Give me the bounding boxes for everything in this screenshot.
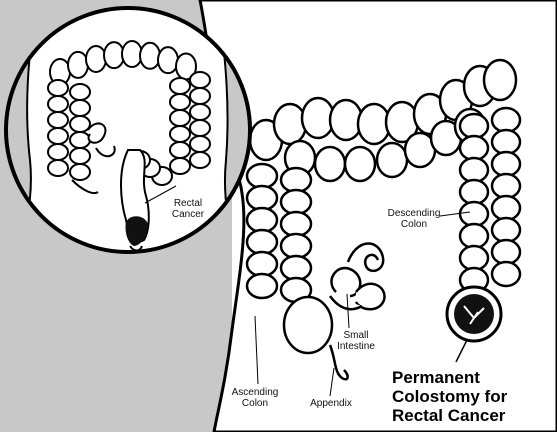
inset-colon-segment <box>70 116 90 132</box>
inset-colon-segment <box>190 88 210 104</box>
inset-colon-segment <box>170 158 190 174</box>
descending-colon-segment <box>460 224 488 248</box>
ascending-colon-segment <box>247 186 277 210</box>
inset-colon-segment <box>170 126 190 142</box>
label-ascending-colon-line2: Colon <box>222 398 288 409</box>
inset-colon-segment <box>122 41 142 67</box>
transverse-colon-segment <box>484 60 516 100</box>
inset-colon-segment <box>70 132 90 148</box>
label-small-intestine-line2: Intestine <box>326 341 386 352</box>
inset-colon-segment <box>190 152 210 168</box>
ascending-colon-segment <box>247 230 277 254</box>
inset-colon-segment <box>70 164 90 180</box>
inset-colon-segment <box>140 43 160 69</box>
ascending-colon-segment <box>281 212 311 236</box>
label-rectal-cancer-line2: Cancer <box>156 209 220 220</box>
label-descending-colon-line1: Descending <box>374 208 454 219</box>
descending-colon-segment <box>460 158 488 182</box>
label-ascending-colon-line1: Ascending <box>222 387 288 398</box>
descending-colon-segment <box>460 246 488 270</box>
inset-colon-segment <box>48 144 68 160</box>
inset-colon-segment <box>190 120 210 136</box>
transverse-colon-segment <box>274 104 306 144</box>
descending-colon-segment <box>492 196 520 220</box>
descending-colon-segment <box>492 240 520 264</box>
inset-colon-segment <box>48 128 68 144</box>
ascending-colon-segment <box>247 164 277 188</box>
inset-colon-segment <box>70 100 90 116</box>
title-line-2: Colostomy for <box>392 387 552 406</box>
descending-colon-segment <box>492 152 520 176</box>
descending-colon-segment <box>492 218 520 242</box>
diagram-title: Permanent Colostomy for Rectal Cancer <box>392 368 552 425</box>
inset-colon-segment <box>170 110 190 126</box>
descending-colon-segment <box>460 202 488 226</box>
stoma <box>447 287 501 341</box>
inset-colon-segment <box>86 46 106 72</box>
inset-colon-segment <box>48 96 68 112</box>
ascending-colon-segment <box>247 208 277 232</box>
ascending-colon-segment <box>247 274 277 298</box>
inset-colon-segment <box>190 104 210 120</box>
inset-colon-segment <box>48 160 68 176</box>
inset-colon-segment <box>104 42 124 68</box>
descending-colon-segment <box>492 262 520 286</box>
inset-colon-segment <box>68 52 88 78</box>
inset-colon-segment <box>190 136 210 152</box>
ascending-colon-segment <box>281 256 311 280</box>
inset-colon-segment <box>48 112 68 128</box>
inset-colon-segment <box>190 72 210 88</box>
label-descending-colon-line2: Colon <box>374 219 454 230</box>
descending-colon-segment <box>492 108 520 132</box>
label-descending-colon: Descending Colon <box>374 208 454 230</box>
inset-colon-segment <box>158 47 178 73</box>
descending-colon-segment <box>460 114 488 138</box>
inset-colon-segment <box>70 148 90 164</box>
descending-colon-segment <box>460 136 488 160</box>
label-small-intestine-line1: Small <box>326 330 386 341</box>
descending-colon-segment <box>460 180 488 204</box>
label-appendix: Appendix <box>300 398 362 409</box>
ascending-colon-segment <box>247 252 277 276</box>
ascending-colon-segment <box>281 168 311 192</box>
descending-colon-segment <box>492 130 520 154</box>
transverse-colon-segment <box>377 143 407 177</box>
label-rectal-cancer: Rectal Cancer <box>156 198 220 220</box>
title-line-3: Rectal Cancer <box>392 406 552 425</box>
label-rectal-cancer-line1: Rectal <box>156 198 220 209</box>
ascending-colon-segment <box>281 190 311 214</box>
inset-colon-segment <box>48 80 68 96</box>
transverse-colon-segment <box>345 147 375 181</box>
label-ascending-colon: Ascending Colon <box>222 387 288 409</box>
transverse-colon-segment <box>315 147 345 181</box>
ascending-colon-segment <box>281 234 311 258</box>
descending-colon-segment <box>492 174 520 198</box>
cecum <box>284 297 332 353</box>
label-small-intestine: Small Intestine <box>326 330 386 352</box>
inset-colon-segment <box>170 94 190 110</box>
title-line-1: Permanent <box>392 368 552 387</box>
inset-colon-segment <box>170 142 190 158</box>
inset-colon-segment <box>170 78 190 94</box>
inset-colon-segment <box>70 84 90 100</box>
